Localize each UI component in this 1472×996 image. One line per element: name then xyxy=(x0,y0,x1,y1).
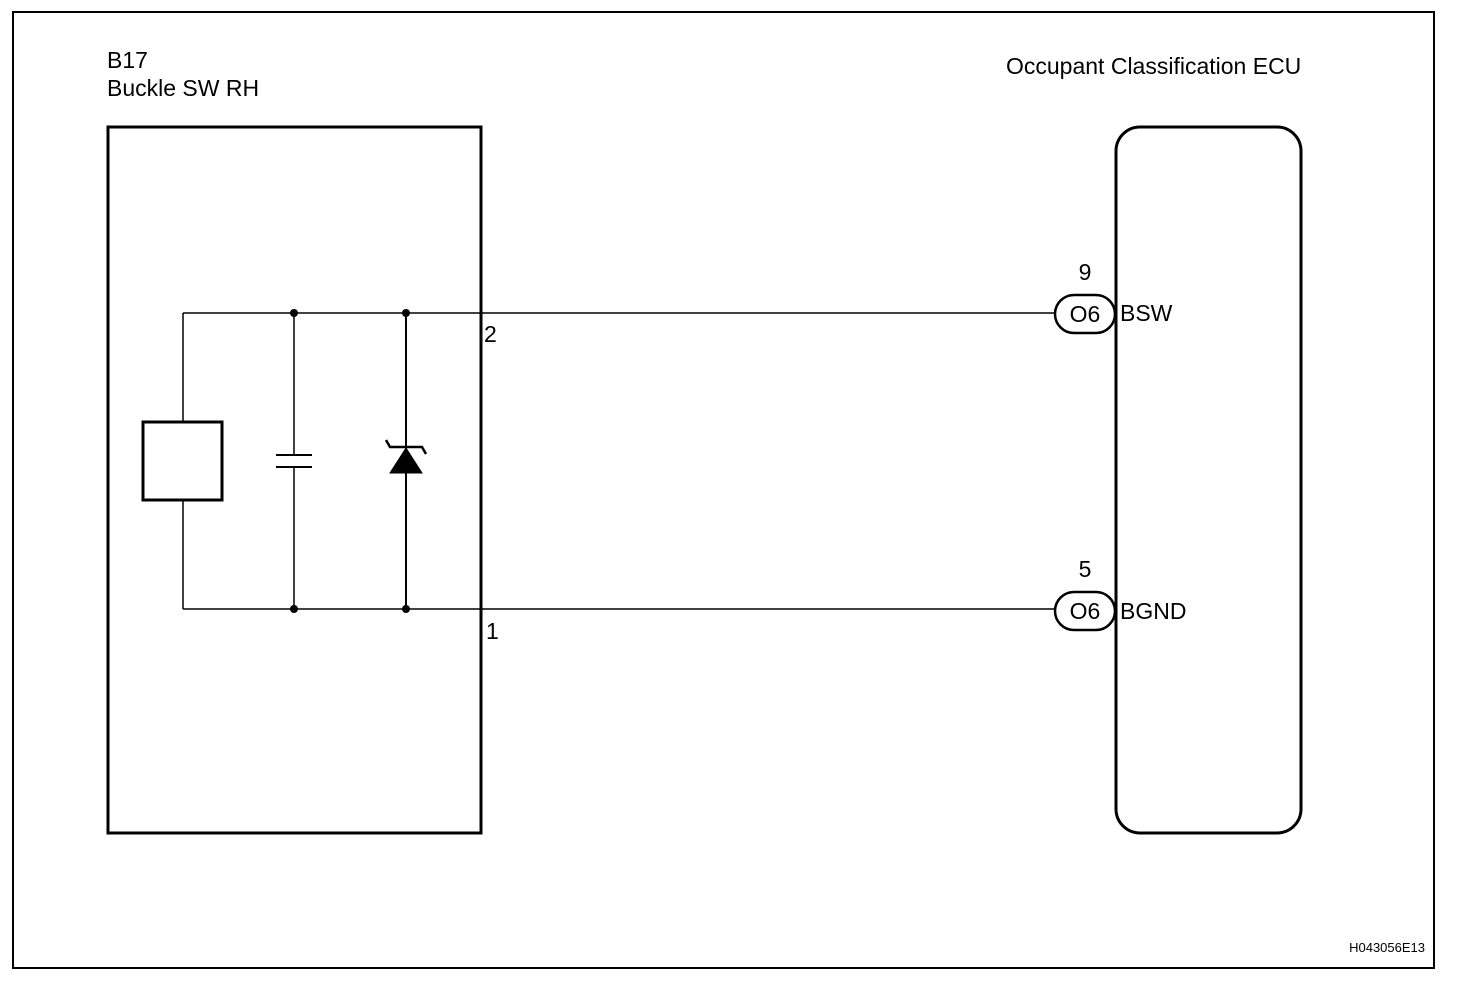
connector-code: O6 xyxy=(1070,301,1101,327)
connector-bgnd: O6 xyxy=(1053,590,1117,632)
junction-dot xyxy=(402,605,410,613)
diagram-frame xyxy=(12,11,1435,969)
zener-diode-symbol xyxy=(389,447,423,474)
buckle-switch-name: Buckle SW RH xyxy=(107,75,259,101)
ecu-box xyxy=(1114,125,1303,835)
connector-code: O6 xyxy=(1070,598,1101,624)
junction-dot xyxy=(290,309,298,317)
junction-dot xyxy=(290,605,298,613)
buckle-switch-internal-circuit xyxy=(141,312,481,610)
junction-dot xyxy=(402,309,410,317)
switch-pin-2: 2 xyxy=(484,321,497,347)
connector-bsw: O6 xyxy=(1053,293,1117,335)
ecu-pin-5: 5 xyxy=(1079,556,1092,582)
ecu-name: Occupant Classification ECU xyxy=(1006,53,1301,79)
figure-id: H043056E13 xyxy=(1349,940,1425,955)
ecu-pin-9: 9 xyxy=(1079,259,1092,285)
zener-diode-bar xyxy=(384,439,428,455)
buckle-switch-box xyxy=(106,125,483,835)
buckle-switch-code: B17 xyxy=(107,47,148,73)
switch-element xyxy=(141,420,224,502)
switch-pin-1: 1 xyxy=(486,618,499,644)
signal-bsw: BSW xyxy=(1120,300,1173,326)
signal-bgnd: BGND xyxy=(1120,598,1186,624)
